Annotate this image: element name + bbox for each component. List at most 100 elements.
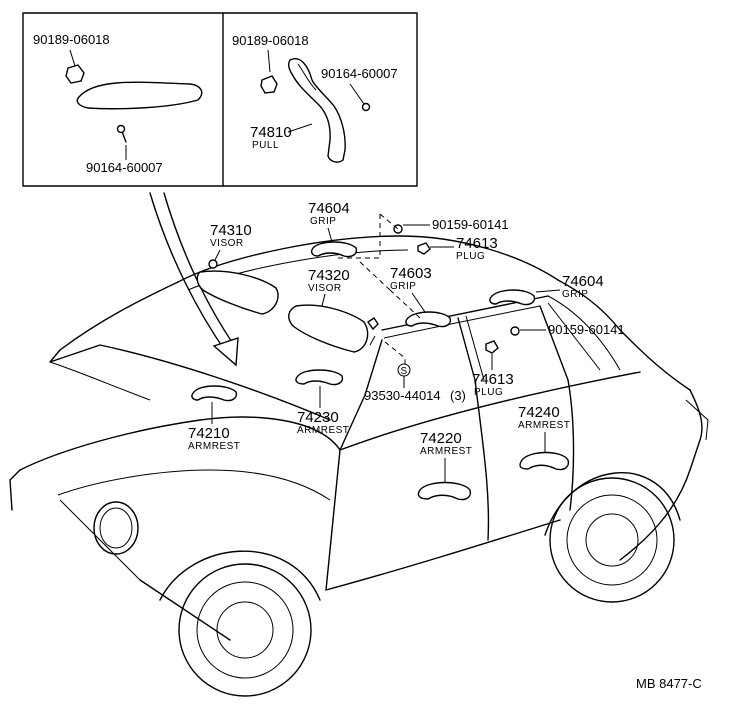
arrow-head-icon (212, 337, 239, 367)
visor-right-part (288, 304, 369, 353)
plug-pillar-part-number: 74613 (472, 371, 514, 388)
leader-line (267, 49, 271, 73)
screw-head-icon (116, 124, 126, 134)
leader-line (69, 49, 76, 67)
screw-top-part-number: 90159-60141 (432, 217, 509, 232)
bolt-symbol: S (401, 366, 408, 377)
dashed-leader (379, 213, 399, 230)
plug-top-description: PLUG (456, 251, 485, 262)
visor-1-description: VISOR (210, 238, 244, 249)
pull-handle-edge (297, 63, 317, 91)
rear-body-line (619, 389, 703, 561)
grip-front-part (310, 241, 358, 258)
leader-line (287, 123, 313, 133)
grip-mid-part-number: 74603 (390, 265, 432, 282)
armrest-door-front-part (417, 481, 472, 501)
armrest-dash-part (191, 385, 238, 402)
arrow-line (149, 192, 227, 353)
armrest-dash-description: ARMREST (188, 441, 240, 452)
leader-line (214, 249, 221, 261)
front-door-edge (325, 449, 341, 591)
grip-mid-part (405, 311, 452, 328)
armrest-door-front-part-number: 74220 (420, 430, 462, 447)
armrest-dash-part-number: 74210 (188, 425, 230, 442)
pull-description: PULL (252, 140, 279, 151)
b-pillar-inner (465, 315, 485, 381)
armrest-door-front-description: ARMREST (420, 446, 472, 457)
rocker-line (325, 519, 561, 591)
armrest-front-description: ARMREST (297, 425, 349, 436)
screw-rear-icon (510, 326, 520, 336)
c-pillar (539, 305, 569, 381)
inset-left-clip-part-number: 90189-06018 (33, 32, 110, 47)
dashed-leader (389, 289, 421, 319)
leader-line (327, 227, 333, 243)
hood-line (49, 361, 151, 401)
clip-icon (260, 75, 278, 94)
window-top-inner (383, 305, 541, 339)
rear-wheel-arch (544, 472, 681, 536)
visor-2-description: VISOR (308, 283, 342, 294)
windshield-top (59, 281, 179, 351)
bolt-part-number: 93530-44014 (364, 388, 441, 403)
clip-icon (65, 64, 85, 84)
pull-part-number: 74810 (250, 124, 292, 141)
rear-roof-line (557, 279, 691, 391)
dashed-leader (359, 261, 391, 291)
visor-2-part-number: 74320 (308, 267, 350, 284)
bumper-corner (9, 469, 21, 511)
inset-right: 90189-06018 90164-60007 74810 PULL (232, 33, 398, 163)
grip-front-description: GRIP (310, 216, 336, 227)
arrow-line (163, 192, 235, 346)
rear-wheel (544, 472, 681, 603)
visor-clip-icon (367, 317, 379, 331)
visor-1-part-number: 74310 (210, 222, 252, 239)
front-door-rear-edge (479, 419, 490, 541)
inset-right-clip-part-number: 90189-06018 (232, 33, 309, 48)
car-body (9, 235, 709, 641)
front-rim-icon (196, 581, 294, 679)
front-panel-line (59, 499, 141, 581)
grip-front-part-number: 74604 (308, 200, 350, 217)
headlight-icon (93, 501, 139, 555)
armrest-door-rear-description: ARMREST (518, 420, 570, 431)
front-wheel-arch (159, 550, 321, 601)
overhead-grip-outline (76, 81, 203, 110)
grip-rear-part-number: 74604 (562, 273, 604, 290)
diagram-code: MB 8477-C (636, 676, 702, 691)
visor-clip-icon (208, 259, 218, 269)
a-pillar-inner (369, 335, 376, 346)
rear-hub-icon (585, 513, 639, 567)
rear-door-rear-edge (567, 379, 575, 511)
hood-front-line (19, 416, 341, 471)
leader-line (349, 83, 365, 105)
b-pillar (457, 317, 481, 421)
leader-line (411, 292, 426, 313)
plug-pillar-icon (485, 340, 499, 354)
fender-line (57, 469, 331, 501)
front-hub-icon (216, 601, 274, 659)
front-bottom-line (139, 579, 231, 641)
front-tire-icon (178, 563, 312, 697)
inset-border (22, 12, 418, 187)
armrest-door-rear-part (519, 451, 570, 471)
inset-left: 90189-06018 90164-60007 (33, 32, 203, 175)
rear-tire-icon (549, 477, 675, 603)
quarter-window-line (547, 302, 601, 371)
front-wheel (159, 550, 321, 697)
cowl-line (49, 344, 331, 421)
rear-window-line (547, 295, 621, 371)
a-pillar (339, 339, 383, 451)
armrest-front-part (295, 369, 344, 386)
leader-line (535, 289, 561, 293)
plug-pillar-description: PLUG (474, 387, 503, 398)
roof-line (177, 235, 559, 283)
dashed-leader (336, 214, 381, 259)
armrest-door-rear-part-number: 74240 (518, 404, 560, 421)
screw-rear-part-number: 90159-60141 (548, 322, 625, 337)
rear-rim-icon (566, 494, 658, 586)
plug-top-part-number: 74613 (456, 235, 498, 252)
grip-mid-description: GRIP (390, 281, 416, 292)
inset-panel (22, 12, 418, 187)
